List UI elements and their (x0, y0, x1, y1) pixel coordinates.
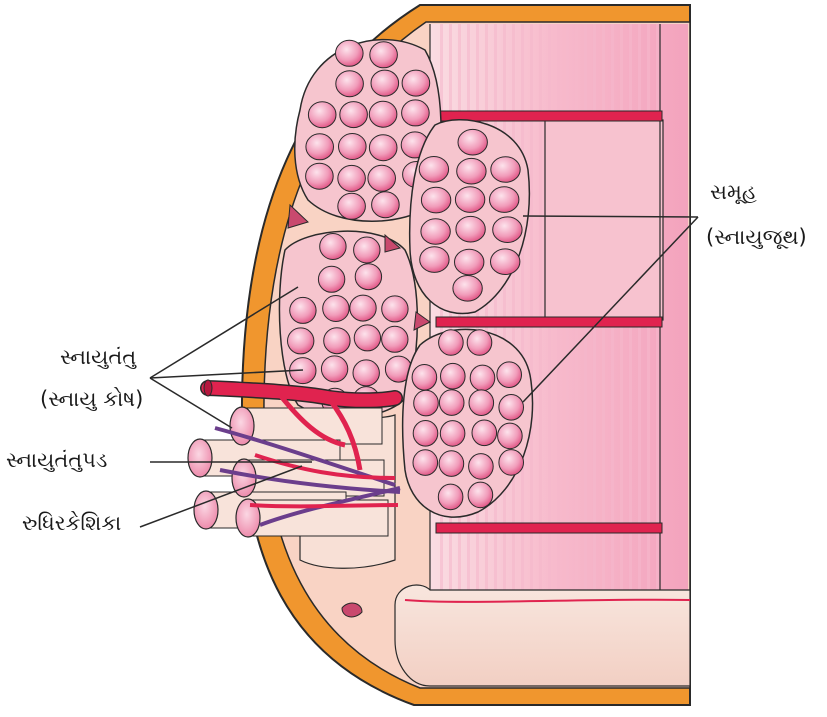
muscle-fiber-cross-section (355, 264, 381, 290)
muscle-fiber-cross-section (288, 328, 314, 354)
muscle-fiber-cross-section (308, 102, 336, 128)
muscle-fiber-cross-section (470, 365, 495, 391)
muscle-fiber-cross-section (412, 365, 437, 391)
label-group: સમૂહ (710, 180, 757, 205)
muscle-fiber-cross-section (402, 70, 430, 96)
muscle-fiber-cross-section (402, 100, 430, 126)
muscle-fiber-cross-section (420, 247, 449, 273)
muscle-fiber-cross-section (368, 165, 396, 191)
muscle-fiber-cross-section (419, 157, 448, 183)
label-capillary: રુધિરકેશિકા (22, 511, 121, 536)
muscle-fiber-cross-section (458, 129, 487, 155)
muscle-fiber-cross-section (472, 420, 497, 446)
muscle-fiber-cross-section (457, 158, 486, 184)
muscle-fiber-cross-section (321, 356, 347, 382)
muscle-fiber-cross-section (439, 330, 464, 356)
muscle-fiber-cross-section (440, 421, 465, 447)
muscle-fiber-cross-section (467, 330, 492, 356)
label-muscle-cell: (સ્નાયુ કોષ) (40, 387, 143, 412)
label-myofibril: સ્નાયુતંતુપડ (6, 448, 107, 473)
muscle-fiber-cross-section (339, 134, 367, 160)
muscle-fiber-cross-section (320, 234, 346, 260)
muscle-fiber-cross-section (497, 362, 522, 388)
muscle-fiber-cross-section (370, 42, 398, 68)
muscle-fiber-cross-section (499, 395, 524, 421)
muscle-fiber-cross-section (290, 297, 316, 323)
myofibril-disc (188, 439, 212, 477)
muscle-fiber-cross-section (468, 482, 493, 508)
muscle-fiber-cross-section (369, 135, 397, 161)
muscle-fiber-cross-section (439, 390, 464, 416)
muscle-fiber-cross-section (338, 193, 366, 219)
muscle-fiber-cross-section (382, 296, 408, 322)
muscle-fiber-cross-section (336, 40, 364, 66)
muscle-fiber-cross-section (354, 237, 380, 263)
muscle-fiber-cross-section (371, 70, 399, 96)
muscle-fiber-cross-section (318, 266, 344, 292)
muscle-fiber-cross-section (421, 187, 450, 213)
muscle-fiber-cross-section (455, 249, 484, 275)
muscle-fiber-cross-section (499, 450, 524, 476)
muscle-fiber-cross-section (324, 328, 350, 354)
muscle-fiber-cross-section (491, 249, 520, 275)
muscle-fiber-cross-section (369, 101, 397, 127)
muscle-fiber-cross-section (493, 217, 522, 243)
muscle-fiber-cross-section (413, 450, 438, 476)
muscle-fiber-cross-section (354, 325, 380, 351)
muscle-fiber-cross-section (414, 390, 439, 416)
muscle-fiber-cross-section (323, 296, 349, 322)
label-muscle-fiber: સ્નાયુતંતુ (60, 345, 136, 370)
muscle-fiber-cross-section (350, 295, 376, 321)
muscle-fiber-cross-section (413, 421, 438, 447)
muscle-fiber-cross-section (455, 187, 484, 213)
muscle-fiber-cross-section (353, 360, 379, 386)
muscle-fiber-cross-section (421, 219, 450, 245)
muscle-fiber-cross-section (456, 216, 485, 242)
muscle-fiber-cross-section (438, 484, 463, 510)
muscle-fiber-cross-section (382, 326, 408, 352)
muscle-fiber-cross-section (491, 157, 520, 183)
muscle-fiber-cross-section (469, 390, 494, 416)
muscle-fiber-cross-section (338, 165, 366, 191)
muscle-fiber-cross-section (469, 454, 494, 480)
muscle-fiber-cross-section (490, 187, 519, 213)
myofibril-disc (194, 491, 218, 529)
muscle-fiber-cross-section (372, 192, 400, 218)
muscle-fiber-cross-section (441, 363, 466, 389)
muscle-fiber-cross-section (336, 71, 364, 97)
muscle-fiber-cross-section (340, 102, 368, 128)
muscle-fiber-cross-section (439, 451, 464, 477)
muscle-fiber-cross-section (453, 276, 482, 302)
muscle-fiber-cross-section (498, 423, 523, 449)
label-fascicle: (સ્નાયુજૂથ) (706, 225, 807, 250)
wall-stripe (530, 24, 533, 686)
wall-stripe (539, 24, 542, 686)
muscle-fiber-cross-section (306, 134, 334, 160)
muscle-fiber-cross-section (306, 163, 334, 189)
